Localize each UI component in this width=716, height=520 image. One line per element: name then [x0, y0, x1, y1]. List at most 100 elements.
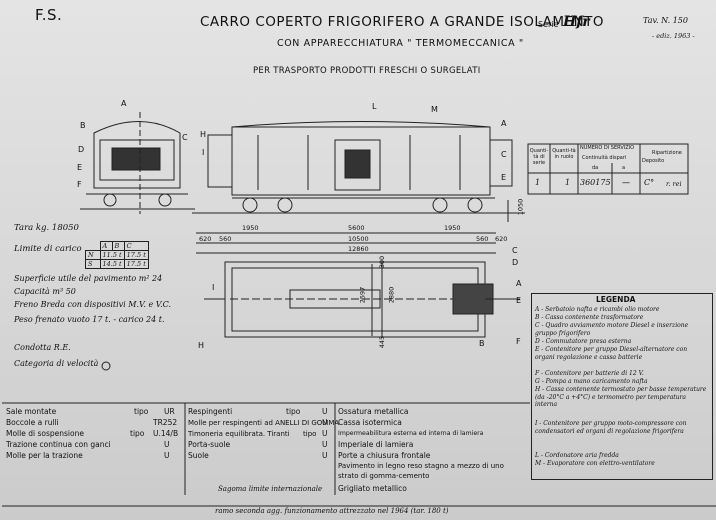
spec-left-2-val: TR252 — [153, 418, 178, 427]
legend-item-c: C - Quadro avviamento motore Diesel e in… — [535, 322, 689, 337]
spec-mid-3-tipo: tipo — [303, 430, 317, 438]
label-b-end: B — [80, 121, 86, 130]
spec-right-1: Ossatura metallica — [338, 407, 409, 416]
label-e-end: E — [77, 163, 83, 172]
serie-prefix: Serie — [538, 20, 559, 29]
label-c-end: C — [182, 133, 188, 142]
dim-5600: 5600 — [348, 224, 365, 232]
end-wheel-left — [103, 193, 117, 207]
spec-left-5-label: Molle per la trazione — [6, 451, 83, 460]
legend-item-i: I - Contenitore per gruppo moto-compress… — [535, 420, 687, 435]
page-subtitle: CON APPARECCHIATURA " TERMOMECCANICA " — [277, 38, 524, 49]
legend-item-g: G - Pompa a mano caricamento nafta — [535, 378, 648, 385]
legend-item-d: D - Commutatore presa esterna — [535, 338, 632, 345]
dim-1050: 1050 — [516, 198, 525, 216]
dim-620-left: 620 — [199, 235, 212, 243]
dim-2597: 2597 — [358, 286, 367, 304]
load-limit-label: Limite di carico — [14, 244, 82, 254]
speed-category: Categoria di velocità — [14, 359, 99, 368]
fs-logo-text: F.S. — [35, 6, 63, 24]
end-wheel-right — [158, 193, 172, 207]
legend-item-b: B - Cassa contenente trasformatore — [535, 314, 644, 321]
spec-mid-2-val: U — [322, 418, 328, 427]
spec-left-3-tipo: tipo — [130, 429, 145, 438]
dim-12860: 12860 — [348, 245, 369, 253]
service-table-frame — [527, 143, 689, 195]
side-view-left-unit — [207, 134, 233, 188]
spec-mid-2-label: Molle per respingenti ad ANELLI DI GOMMA — [188, 419, 340, 427]
spec-left-4-label: Trazione continua con ganci — [6, 440, 111, 449]
end-view-panel — [99, 139, 175, 181]
label-f-plan: F — [516, 337, 521, 346]
label-h-side: H — [200, 130, 207, 139]
dim-2880: 2880 — [387, 286, 396, 304]
svc-row-qty-serie: 1 — [535, 178, 541, 187]
dim-445: 445 — [378, 335, 387, 349]
brake-pipe: Condotta R.E. — [14, 343, 71, 352]
spec-mid-3-val: U — [322, 429, 328, 438]
label-d-plan: D — [512, 258, 519, 267]
side-wheel-1 — [242, 197, 258, 213]
spec-mid-1-val: U — [322, 407, 328, 416]
page-title: CARRO COPERTO FRIGORIFERO A GRANDE ISOLA… — [200, 14, 605, 30]
spec-mid-1-label: Respingenti — [188, 407, 233, 416]
spec-left-3-label: Molle di sospensione — [6, 429, 84, 438]
label-b-plan: B — [479, 339, 485, 348]
dim-10500: 10500 — [348, 235, 369, 243]
label-f-end: F — [77, 180, 82, 189]
svc-header-ripartizione: Ripartizione — [652, 150, 682, 156]
svc-row-number-to: — — [622, 178, 630, 187]
dim-560-left: 560 — [219, 235, 232, 243]
tara-weight: Tara kg. 18050 — [14, 223, 79, 233]
svc-header-continuity: Continuità dispari — [582, 155, 627, 161]
legend-item-f: F - Contenitore per batterie di 12 V. — [535, 370, 644, 377]
serie-code: Hfr — [563, 14, 590, 30]
spec-left-1-val: UR — [164, 407, 175, 416]
end-view-body — [93, 121, 181, 189]
spec-mid-4-label: Porta-suole — [188, 440, 231, 449]
svc-row-ripartizione: r. rei — [666, 180, 682, 188]
spec-right-5: Porte a chiusura frontale — [338, 451, 431, 460]
svc-header-da: da — [592, 165, 599, 171]
label-m-side: M — [431, 105, 438, 114]
spec-right-4: Imperiale di lamiera — [338, 440, 414, 449]
velocity-category-mark — [101, 361, 111, 371]
svc-header-qty-ruolo: Quanti-tà in ruolo — [552, 148, 576, 160]
dim-300: 300 — [378, 255, 387, 269]
dim-560-right: 560 — [476, 235, 489, 243]
braked-weight: Peso frenato vuoto 17 t. - carico 24 t. — [14, 315, 165, 324]
legend-item-e: E - Contenitore per gruppo Diesel-altern… — [535, 346, 688, 361]
label-e-plan: E — [516, 296, 522, 305]
spec-mid-5-val: U — [322, 451, 328, 460]
spec-mid-4-val: U — [322, 440, 328, 449]
purpose-text: PER TRASPORTO PRODOTTI FRESCHI O SURGELA… — [253, 66, 481, 76]
svc-row-depot: C° — [644, 178, 655, 187]
legend-item-m: M - Evaporatore con elettro-ventilatore — [535, 460, 655, 467]
floor-area: Superficie utile del pavimento m² 24 — [14, 274, 163, 283]
label-i-plan: I — [212, 283, 215, 292]
label-c-plan: C — [512, 246, 518, 255]
label-e-side: E — [501, 173, 507, 182]
legend-title: LEGENDA — [596, 295, 636, 304]
spec-right-7: Grigliato metallico — [338, 484, 407, 493]
label-d-end: D — [78, 145, 85, 154]
tav-number: Tav. N. 150 — [643, 16, 688, 25]
dim-1950-left: 1950 — [242, 224, 259, 232]
legend-box — [531, 293, 713, 480]
svc-row-number-from: 360175 — [580, 178, 611, 187]
spec-left-4-val: U — [164, 440, 170, 449]
edition-date: - ediz. 1963 - — [652, 32, 695, 40]
spec-left-3-val: U.14/B — [153, 429, 179, 438]
legend-item-h: H - Cassa contenente termostato per bass… — [535, 386, 707, 409]
svc-header-depot: Deposito — [642, 158, 665, 164]
spec-left-1-label: Sale montate — [6, 407, 57, 416]
side-wheel-2 — [277, 197, 293, 213]
sagoma-label: Sagoma limite internazionale — [218, 485, 323, 493]
side-view-door — [334, 139, 381, 191]
side-view-roof — [231, 121, 491, 128]
label-c-side: C — [501, 150, 507, 159]
spec-right-3: Impermeabilitura esterna ed interna di l… — [338, 430, 484, 437]
label-l-side: L — [372, 102, 377, 111]
